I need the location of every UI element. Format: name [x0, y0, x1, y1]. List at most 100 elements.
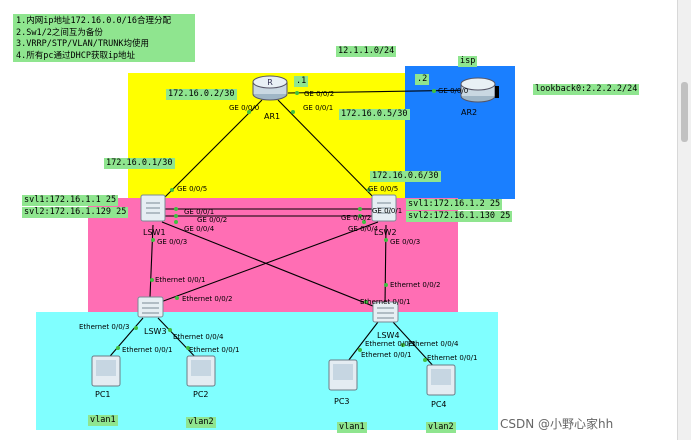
link-lsw1-lsw3 [149, 224, 154, 298]
port-dot [174, 214, 178, 218]
port-label: GE 0/0/3 [390, 238, 421, 246]
port-dot [116, 346, 120, 350]
port-dot [186, 346, 190, 350]
note-line: 3.VRRP/STP/VLAN/TRUNK均使用 [16, 39, 149, 49]
port-dot [134, 326, 138, 330]
switch-lsw4-icon [372, 301, 399, 323]
port-label: GE 0/0/2 [304, 90, 335, 98]
lsw3-label: LSW3 [144, 327, 167, 336]
port-dot [291, 110, 295, 114]
pc4-label: PC4 [431, 400, 447, 409]
port-dot [174, 207, 178, 211]
vlan-label-pc4: vlan2 [426, 422, 456, 433]
port-label: Ethernet 0/0/1 [122, 346, 173, 354]
watermark: CSDN @小野心家hh [500, 417, 614, 431]
port-label: Ethernet 0/0/1 [360, 298, 411, 306]
port-label: GE 0/0/0 [438, 87, 469, 95]
port-label: Ethernet 0/0/1 [427, 354, 478, 362]
switch-lsw3-icon [137, 296, 164, 318]
link-lsw2-lsw3 [157, 221, 379, 304]
link-ar1-ar2 [287, 89, 479, 94]
subnet-isp: 12.1.1.0/24 [336, 46, 397, 57]
subnet-lsw1: 172.16.0.1/30 [104, 158, 175, 169]
router-ar1-icon: R [252, 75, 288, 101]
port-dot [362, 220, 366, 224]
lsw1-svi-1: svl1:172.16.1.1 25 [22, 195, 119, 206]
pc2-icon [186, 355, 216, 387]
requirements-note: 1.内网ip地址172.16.0.0/16合理分配 2.Sw1/2之间互为备份 … [13, 14, 195, 62]
vlan-label-pc2: vlan2 [186, 417, 216, 428]
pc2-label: PC2 [193, 390, 209, 399]
vertical-scrollbar[interactable] [677, 0, 691, 440]
ar2-host-label: .2 [415, 74, 430, 85]
port-dot [358, 348, 362, 352]
subnet-ar1-up: 172.16.0.2/30 [166, 89, 237, 100]
port-label: GE 0/0/3 [157, 238, 188, 246]
ar1-label: AR1 [264, 112, 281, 121]
port-dot [175, 296, 179, 300]
loopback-label: lookback0:2.2.2.2/24 [533, 84, 640, 95]
lsw2-svi-1: svl1:172.16.1.2 25 [406, 199, 503, 210]
lsw1-label: LSW1 [143, 228, 166, 237]
port-dot [423, 358, 427, 362]
port-label: GE 0/0/5 [177, 185, 208, 193]
port-dot [384, 238, 388, 242]
port-label: GE 0/0/2 [341, 214, 372, 222]
port-dot [364, 300, 368, 304]
port-label: Ethernet 0/0/1 [155, 276, 206, 284]
lsw1-svi-2: svl2:172.16.1.129 25 [22, 207, 129, 218]
port-label: Ethernet 0/0/4 [408, 340, 459, 348]
port-label: GE 0/0/4 [184, 225, 215, 233]
link-ar1-lsw2 [277, 99, 384, 208]
pc1-icon [91, 355, 121, 387]
link-lsw2-lsw4 [384, 224, 387, 306]
port-dot [247, 110, 251, 114]
pc4-icon [426, 364, 456, 396]
port-label: Ethernet 0/0/2 [182, 295, 233, 303]
port-label: GE 0/0/5 [368, 185, 399, 193]
port-label: GE 0/0/1 [303, 104, 334, 112]
port-dot [432, 89, 436, 93]
subnet-lsw2: 172.16.0.6/30 [370, 171, 441, 182]
vlan-label-pc1: vlan1 [88, 415, 118, 426]
switch-lsw2-icon [371, 194, 397, 222]
scrollbar-thumb[interactable] [681, 82, 688, 142]
link-lsw3-pc2 [157, 317, 201, 363]
port-dot [384, 283, 388, 287]
lsw4-label: LSW4 [377, 331, 400, 340]
port-dot [151, 238, 155, 242]
note-line: 4.所有pc通过DHCP获取ip地址 [16, 50, 136, 61]
port-dot [168, 328, 172, 332]
port-dot [174, 220, 178, 224]
port-label: Ethernet 0/0/1 [361, 351, 412, 359]
port-dot [150, 278, 154, 282]
port-label: Ethernet 0/0/1 [189, 346, 240, 354]
ar1-host-label: .1 [294, 76, 309, 87]
link-lsw3-pc1 [104, 317, 144, 363]
port-dot [170, 188, 174, 192]
ar2-label: AR2 [461, 108, 478, 117]
vlan-label-pc3: vlan1 [337, 422, 367, 433]
port-label: GE 0/0/1 [372, 207, 403, 215]
port-label: GE 0/0/0 [229, 104, 260, 112]
port-dot [358, 207, 362, 211]
lsw2-svi-2: svl2:172.16.1.130 25 [406, 211, 513, 222]
svg-text:R: R [267, 78, 273, 87]
pc3-label: PC3 [334, 397, 350, 406]
port-dot [401, 343, 405, 347]
port-label: GE 0/0/2 [197, 216, 228, 224]
port-label: Ethernet 0/0/3 [79, 323, 130, 331]
port-dot [295, 91, 299, 95]
note-line: 2.Sw1/2之间互为备份 [16, 27, 103, 38]
note-line: 1.内网ip地址172.16.0.0/16合理分配 [16, 16, 171, 26]
link-lsw4-pc4 [392, 321, 438, 371]
lsw2-label: LSW2 [374, 228, 397, 237]
link-lsw1-lsw4 [161, 221, 384, 311]
link-lsw4-pc3 [344, 321, 379, 366]
pc3-icon [328, 359, 358, 391]
port-label: Ethernet 0/0/4 [173, 333, 224, 341]
ar2-name-label: isp [458, 56, 478, 67]
pc1-label: PC1 [95, 390, 111, 399]
port-label: Ethernet 0/0/3 [365, 340, 416, 348]
